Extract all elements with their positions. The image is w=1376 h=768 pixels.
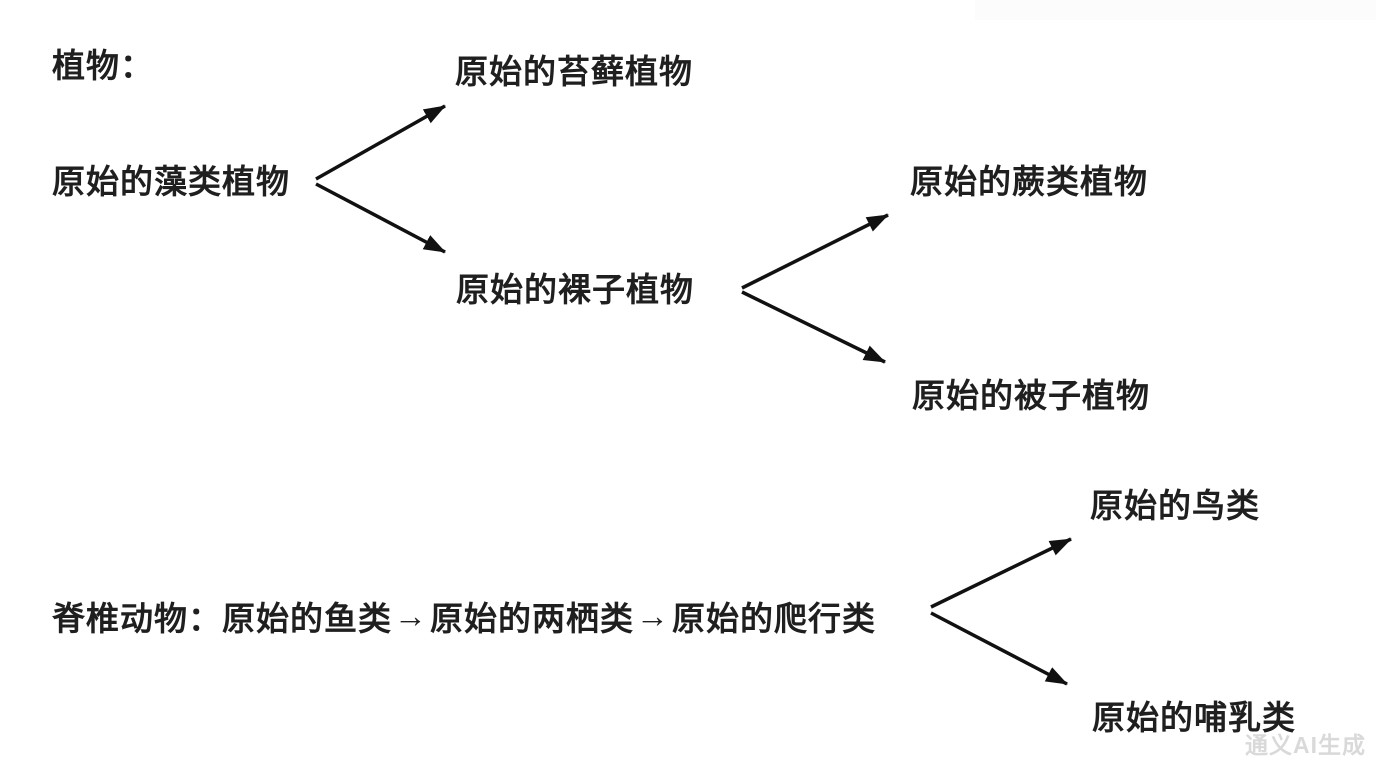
edge-algae-to-gymnosperm-arrow [315,182,446,254]
right-arrow-glyph: → [394,597,428,634]
plants-section-title: 植物： [52,47,154,84]
node-gymnosperm: 原始的裸子植物 [456,271,694,308]
watermark: 通义AI生成 [1245,732,1366,758]
node-fish: 原始的鱼类 [222,600,392,637]
node-fern: 原始的蕨类植物 [910,163,1148,200]
right-arrow-glyph: → [636,597,670,634]
edge-gymnosperm-to-fern-arrow [741,213,889,290]
node-reptile: 原始的爬行类 [672,600,876,637]
edge-gymnosperm-to-angiosperm-arrow [741,290,886,364]
node-moss: 原始的苔藓植物 [455,53,693,90]
node-angiosperm: 原始的被子植物 [912,377,1150,414]
node-algae: 原始的藻类植物 [52,163,290,200]
vertebrates-chain: 脊椎动物： 原始的鱼类 → 原始的两栖类 → 原始的爬行类 [52,592,876,640]
edge-reptile-to-mammal-arrow [930,611,1068,686]
topright-faint-panel [975,0,1376,20]
edge-reptile-to-bird-arrow [930,537,1072,609]
node-mammal: 原始的哺乳类 [1092,699,1296,736]
node-bird: 原始的鸟类 [1090,487,1260,524]
node-amphibian: 原始的两栖类 [430,600,634,637]
vertebrates-section-title: 脊椎动物： [52,600,222,637]
edge-algae-to-moss-arrow [315,104,446,181]
